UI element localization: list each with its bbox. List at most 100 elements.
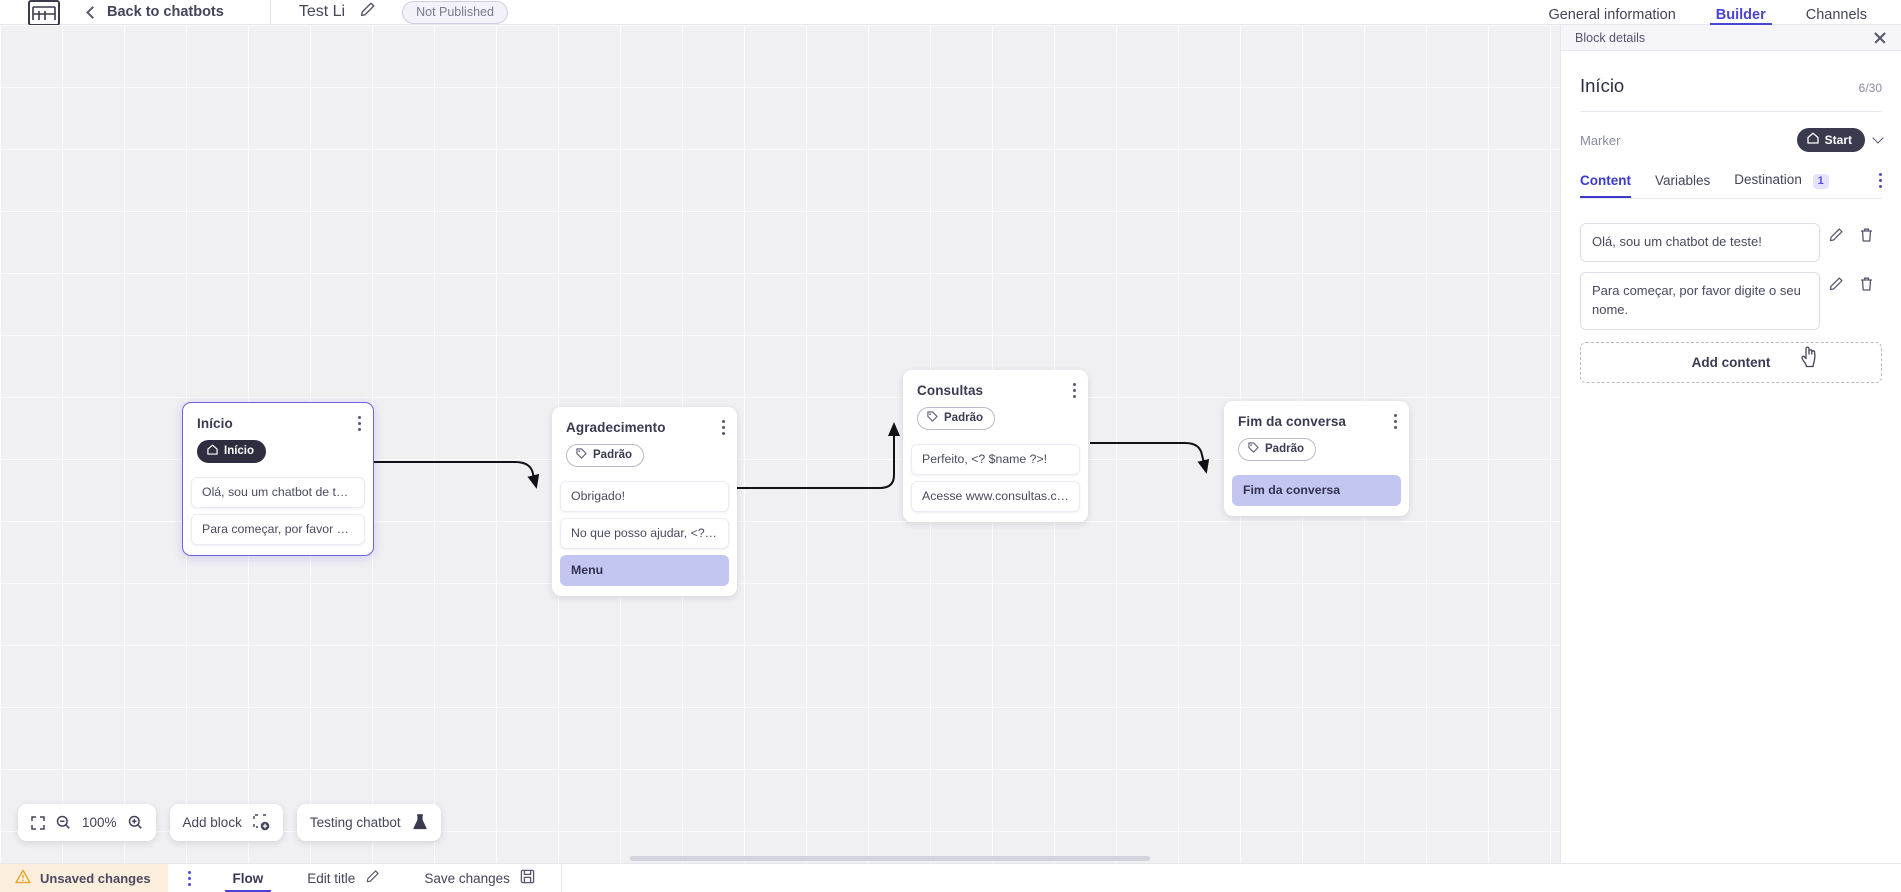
block-message[interactable]: Obrigado!: [560, 481, 729, 512]
flask-icon: [412, 814, 428, 831]
panel-block-title: Início: [1580, 75, 1625, 96]
panel-tab-label: Destination: [1734, 172, 1802, 187]
chevron-left-icon: [86, 5, 99, 19]
block-title: Início: [197, 416, 233, 431]
flow-canvas[interactable]: Início Início Olá, sou um chatbot de tes…: [0, 25, 1560, 863]
publish-status-badge: Not Published: [402, 0, 508, 24]
block-messages: Obrigado! No que posso ajudar, <? $name …: [552, 467, 737, 596]
marker-label: Marker: [1580, 132, 1621, 148]
zoom-level-label: 100%: [82, 815, 117, 830]
content-row: Para começar, por favor digite o seu nom…: [1580, 271, 1882, 330]
close-icon[interactable]: [1873, 31, 1887, 45]
block-menu-kebab-icon[interactable]: [1394, 414, 1397, 429]
chatbot-name: Test Li: [298, 3, 346, 20]
add-block-button[interactable]: Add block: [169, 804, 283, 841]
tab-general-information[interactable]: General information: [1548, 7, 1676, 23]
block-tag-label: Padrão: [593, 449, 632, 461]
statusbar-divider: [560, 863, 562, 892]
tag-icon: [576, 448, 587, 462]
block-message[interactable]: Fim da conversa: [1232, 475, 1401, 506]
panel-heading-row: Início 6/30: [1580, 51, 1882, 97]
block-menu-kebab-icon[interactable]: [358, 416, 361, 431]
block-message-menu[interactable]: Menu: [560, 555, 729, 586]
canvas-toolbar: 100% Add block Testing chatbot: [18, 804, 441, 841]
back-to-chatbots-link[interactable]: Back to chatbots: [86, 4, 224, 20]
flow-block-fim-da-conversa[interactable]: Fim da conversa Padrão Fim da conversa: [1224, 401, 1409, 516]
block-header: Fim da conversa Padrão: [1224, 401, 1409, 461]
zoom-out-icon[interactable]: [56, 815, 71, 830]
zoom-in-icon[interactable]: [128, 815, 143, 830]
edit-content-pencil-icon[interactable]: [1820, 227, 1851, 243]
block-tag-default: Padrão: [1238, 438, 1316, 461]
flow-block-agradecimento[interactable]: Agradecimento Padrão Obrigado! No que po…: [552, 407, 737, 596]
block-tag-label: Padrão: [944, 412, 983, 424]
block-message[interactable]: Perfeito, <? $name ?>!: [911, 444, 1080, 475]
add-content-button[interactable]: Add content: [1580, 341, 1882, 383]
tag-icon: [927, 411, 938, 425]
block-title: Fim da conversa: [1238, 414, 1347, 429]
content-text[interactable]: Para começar, por favor digite o seu nom…: [1580, 271, 1820, 330]
add-block-icon: [253, 814, 270, 831]
marker-value-pill[interactable]: Start: [1796, 128, 1865, 152]
block-title: Agradecimento: [566, 420, 666, 435]
tab-channels[interactable]: Channels: [1805, 7, 1867, 23]
edit-name-pencil-icon[interactable]: [359, 1, 376, 23]
content-text[interactable]: Olá, sou um chatbot de teste!: [1580, 223, 1820, 262]
edit-title-button[interactable]: Edit title: [285, 864, 402, 892]
save-changes-button[interactable]: Save changes: [402, 864, 557, 892]
statusbar-tab-flow[interactable]: Flow: [211, 864, 286, 892]
fit-screen-icon[interactable]: [31, 815, 45, 830]
top-header: Back to chatbots Test Li Not Published G…: [0, 0, 1901, 26]
block-message[interactable]: No que posso ajudar, <? $name ...: [560, 518, 729, 549]
flow-block-inicio[interactable]: Início Início Olá, sou um chatbot de tes…: [182, 402, 374, 556]
block-message[interactable]: Olá, sou um chatbot de teste!: [191, 477, 365, 508]
zoom-controls: 100%: [18, 804, 156, 841]
block-menu-kebab-icon[interactable]: [722, 420, 725, 435]
content-list: Olá, sou um chatbot de teste! Para começ…: [1580, 199, 1882, 383]
block-details-panel: Block details Início 6/30 Marker Start: [1560, 25, 1901, 863]
content-row: Olá, sou um chatbot de teste!: [1580, 223, 1882, 262]
block-title: Consultas: [917, 383, 984, 398]
delete-content-trash-icon[interactable]: [1851, 276, 1882, 292]
warning-triangle-icon: [15, 869, 31, 887]
top-tab-bar: General information Builder Channels: [1528, 0, 1887, 25]
chevron-down-icon[interactable]: [1872, 132, 1884, 144]
pencil-icon: [365, 869, 380, 887]
block-tag-label: Padrão: [1265, 443, 1304, 455]
panel-block-count: 6/30: [1858, 81, 1882, 95]
scrollbar-thumb[interactable]: [630, 856, 1150, 861]
block-menu-kebab-icon[interactable]: [1073, 383, 1076, 398]
block-messages: Perfeito, <? $name ?>! Acesse www.consul…: [903, 430, 1088, 522]
home-icon: [1807, 132, 1819, 147]
block-header: Agradecimento Padrão: [552, 407, 737, 467]
marker-value-label: Start: [1824, 132, 1852, 147]
block-tag-default: Padrão: [566, 444, 644, 467]
edit-content-pencil-icon[interactable]: [1820, 276, 1851, 292]
panel-tab-label: Variables: [1655, 173, 1711, 188]
save-changes-label: Save changes: [424, 870, 510, 886]
block-message[interactable]: Acesse www.consultas.com par...: [911, 481, 1080, 512]
panel-menu-kebab-icon[interactable]: [1879, 173, 1882, 188]
panel-tab-label: Content: [1580, 173, 1631, 188]
header-divider: [269, 0, 271, 25]
block-messages: Olá, sou um chatbot de teste! Para começ…: [183, 463, 373, 555]
panel-tab-variables[interactable]: Variables: [1655, 173, 1710, 197]
app-logo-icon: [28, 0, 60, 26]
block-header: Consultas Padrão: [903, 370, 1088, 430]
canvas-horizontal-scrollbar[interactable]: [0, 854, 1560, 863]
tab-builder[interactable]: Builder: [1696, 0, 1786, 25]
statusbar-menu-kebab-icon[interactable]: [187, 870, 191, 886]
flow-block-consultas[interactable]: Consultas Padrão Perfeito, <? $name ?>! …: [903, 370, 1088, 522]
block-tag-default: Padrão: [917, 407, 995, 430]
block-message[interactable]: Para começar, por favor digite o ...: [191, 514, 365, 545]
panel-divider: [1580, 111, 1882, 112]
save-disk-icon: [520, 869, 535, 887]
panel-bar-label: Block details: [1575, 30, 1646, 45]
panel-tab-destination[interactable]: Destination 1: [1734, 172, 1829, 198]
block-tag-start: Início: [197, 440, 267, 463]
panel-tab-content[interactable]: Content: [1580, 173, 1631, 198]
unsaved-changes-indicator: Unsaved changes: [0, 863, 168, 892]
destination-count-badge: 1: [1812, 174, 1829, 189]
delete-content-trash-icon[interactable]: [1851, 227, 1882, 243]
testing-chatbot-button[interactable]: Testing chatbot: [296, 804, 441, 841]
